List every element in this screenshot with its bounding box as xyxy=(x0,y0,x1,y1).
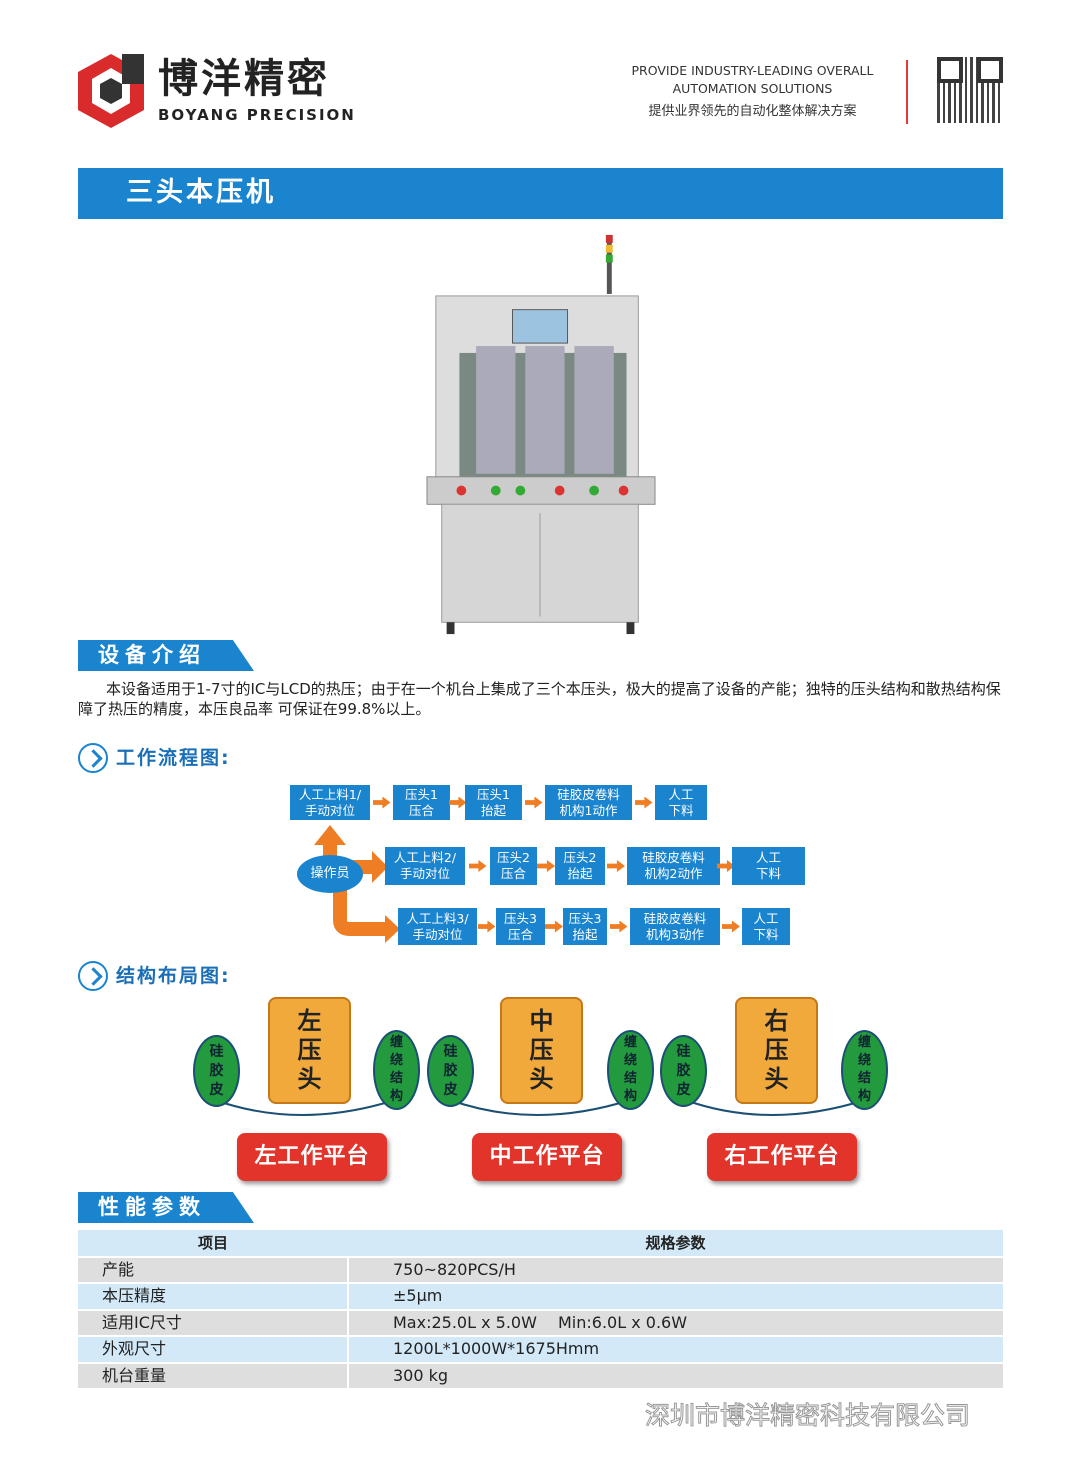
tagline-en-1: PROVIDE INDUSTRY-LEADING OVERALL xyxy=(631,63,874,78)
tagline-cn: 提供业界领先的自动化整体解决方案 xyxy=(648,104,857,119)
flow-step: 人工 下料 xyxy=(742,908,790,945)
arrow-right-icon xyxy=(545,920,563,933)
silicone-roll: 硅 胶 皮 xyxy=(193,1035,240,1107)
connector-curves xyxy=(214,1099,866,1116)
winding-structure: 缠 绕 结 构 xyxy=(373,1030,420,1110)
spec-item: 本压精度 xyxy=(78,1283,349,1311)
flow-step: 人工 下料 xyxy=(655,785,707,820)
page-title: 三头本压机 xyxy=(126,177,276,208)
flow-step: 硅胶皮卷料 机构2动作 xyxy=(627,847,720,885)
spec-value: 750~820PCS/H xyxy=(348,1256,1003,1284)
section-specs-heading: 性能参数 xyxy=(78,1192,254,1223)
arrow-right-icon xyxy=(537,860,555,872)
title-bar: 三头本压机 xyxy=(78,168,1003,219)
flow-step: 压头3 压合 xyxy=(496,908,545,945)
operator-node: 操作员 xyxy=(297,855,363,893)
press-head: 中 压 头 xyxy=(500,997,583,1104)
spec-value: 300 kg xyxy=(348,1362,1003,1390)
work-platform: 左工作平台 xyxy=(237,1133,387,1181)
spec-item: 适用IC尺寸 xyxy=(78,1309,349,1337)
footer-company: 深圳市博洋精密科技有限公司 xyxy=(644,1401,971,1431)
col-header-item: 项目 xyxy=(78,1230,348,1258)
divider xyxy=(906,60,908,124)
flow-step: 硅胶皮卷料 机构1动作 xyxy=(545,785,632,820)
spec-row: 本压精度±5μm xyxy=(78,1283,1003,1311)
brand-name-cn: 博洋精密 xyxy=(158,56,330,102)
section-specs-label: 性能参数 xyxy=(98,1195,206,1219)
logo-mark xyxy=(78,54,144,128)
qr-code xyxy=(937,57,1003,123)
work-platform: 右工作平台 xyxy=(707,1133,857,1181)
arrow-right-icon xyxy=(524,796,543,809)
flow-heading-label: 工作流程图: xyxy=(116,747,231,769)
brand-name-en: BOYANG PRECISION xyxy=(158,106,356,124)
work-platform: 中工作平台 xyxy=(472,1133,622,1181)
spec-item: 产能 xyxy=(78,1256,349,1284)
machine-image xyxy=(420,233,662,638)
flow-step: 人工上料3/ 手动对位 xyxy=(398,908,477,945)
arrow-right-icon xyxy=(448,796,467,809)
layout-heading: 结构布局图: xyxy=(78,960,231,992)
chevron-circle-icon xyxy=(78,743,108,773)
spec-value: ±5μm xyxy=(348,1283,1003,1311)
flow-step: 压头3 抬起 xyxy=(563,908,607,945)
spec-item: 外观尺寸 xyxy=(78,1336,349,1364)
arrow-right-icon xyxy=(372,796,391,809)
layout-heading-label: 结构布局图: xyxy=(116,965,231,987)
spec-value: 1200L*1000W*1675Hmm xyxy=(348,1336,1003,1364)
flow-step: 压头2 抬起 xyxy=(555,847,605,885)
flow-step: 人工上料1/ 手动对位 xyxy=(290,785,370,820)
arrow-right-icon xyxy=(722,920,740,933)
arrow-right-icon xyxy=(609,920,628,933)
section-intro-heading: 设备介绍 xyxy=(78,640,254,671)
arrow-right-icon xyxy=(634,796,653,809)
arrow-right-icon xyxy=(607,860,625,872)
winding-structure: 缠 绕 结 构 xyxy=(841,1030,888,1110)
intro-text: 本设备适用于1-7寸的IC与LCD的热压；由于在一个机台上集成了三个本压头，极大… xyxy=(78,680,1001,718)
silicone-roll: 硅 胶 皮 xyxy=(427,1035,474,1107)
arrow-right-icon xyxy=(468,860,487,872)
flow-step: 人工 下料 xyxy=(732,847,805,885)
spec-value: Max:25.0L x 5.0W Min:6.0L x 0.6W xyxy=(348,1309,1003,1337)
flow-step: 人工上料2/ 手动对位 xyxy=(385,847,465,885)
press-head: 左 压 头 xyxy=(268,997,351,1104)
press-head: 右 压 头 xyxy=(735,997,818,1104)
col-header-spec: 规格参数 xyxy=(348,1230,1003,1258)
flow-step: 压头1 压合 xyxy=(393,785,450,820)
flow-step: 压头2 压合 xyxy=(490,847,537,885)
spec-item: 机台重量 xyxy=(78,1362,349,1390)
flow-step: 压头1 抬起 xyxy=(465,785,522,820)
tagline-en-2: AUTOMATION SOLUTIONS xyxy=(672,81,833,96)
winding-structure: 缠 绕 结 构 xyxy=(607,1030,654,1110)
chevron-circle-icon xyxy=(78,961,108,991)
silicone-roll: 硅 胶 皮 xyxy=(660,1035,707,1107)
flow-step: 硅胶皮卷料 机构3动作 xyxy=(630,908,720,945)
arrow-right-icon xyxy=(477,920,496,933)
section-intro-label: 设备介绍 xyxy=(98,643,206,667)
flow-heading: 工作流程图: xyxy=(78,742,231,774)
